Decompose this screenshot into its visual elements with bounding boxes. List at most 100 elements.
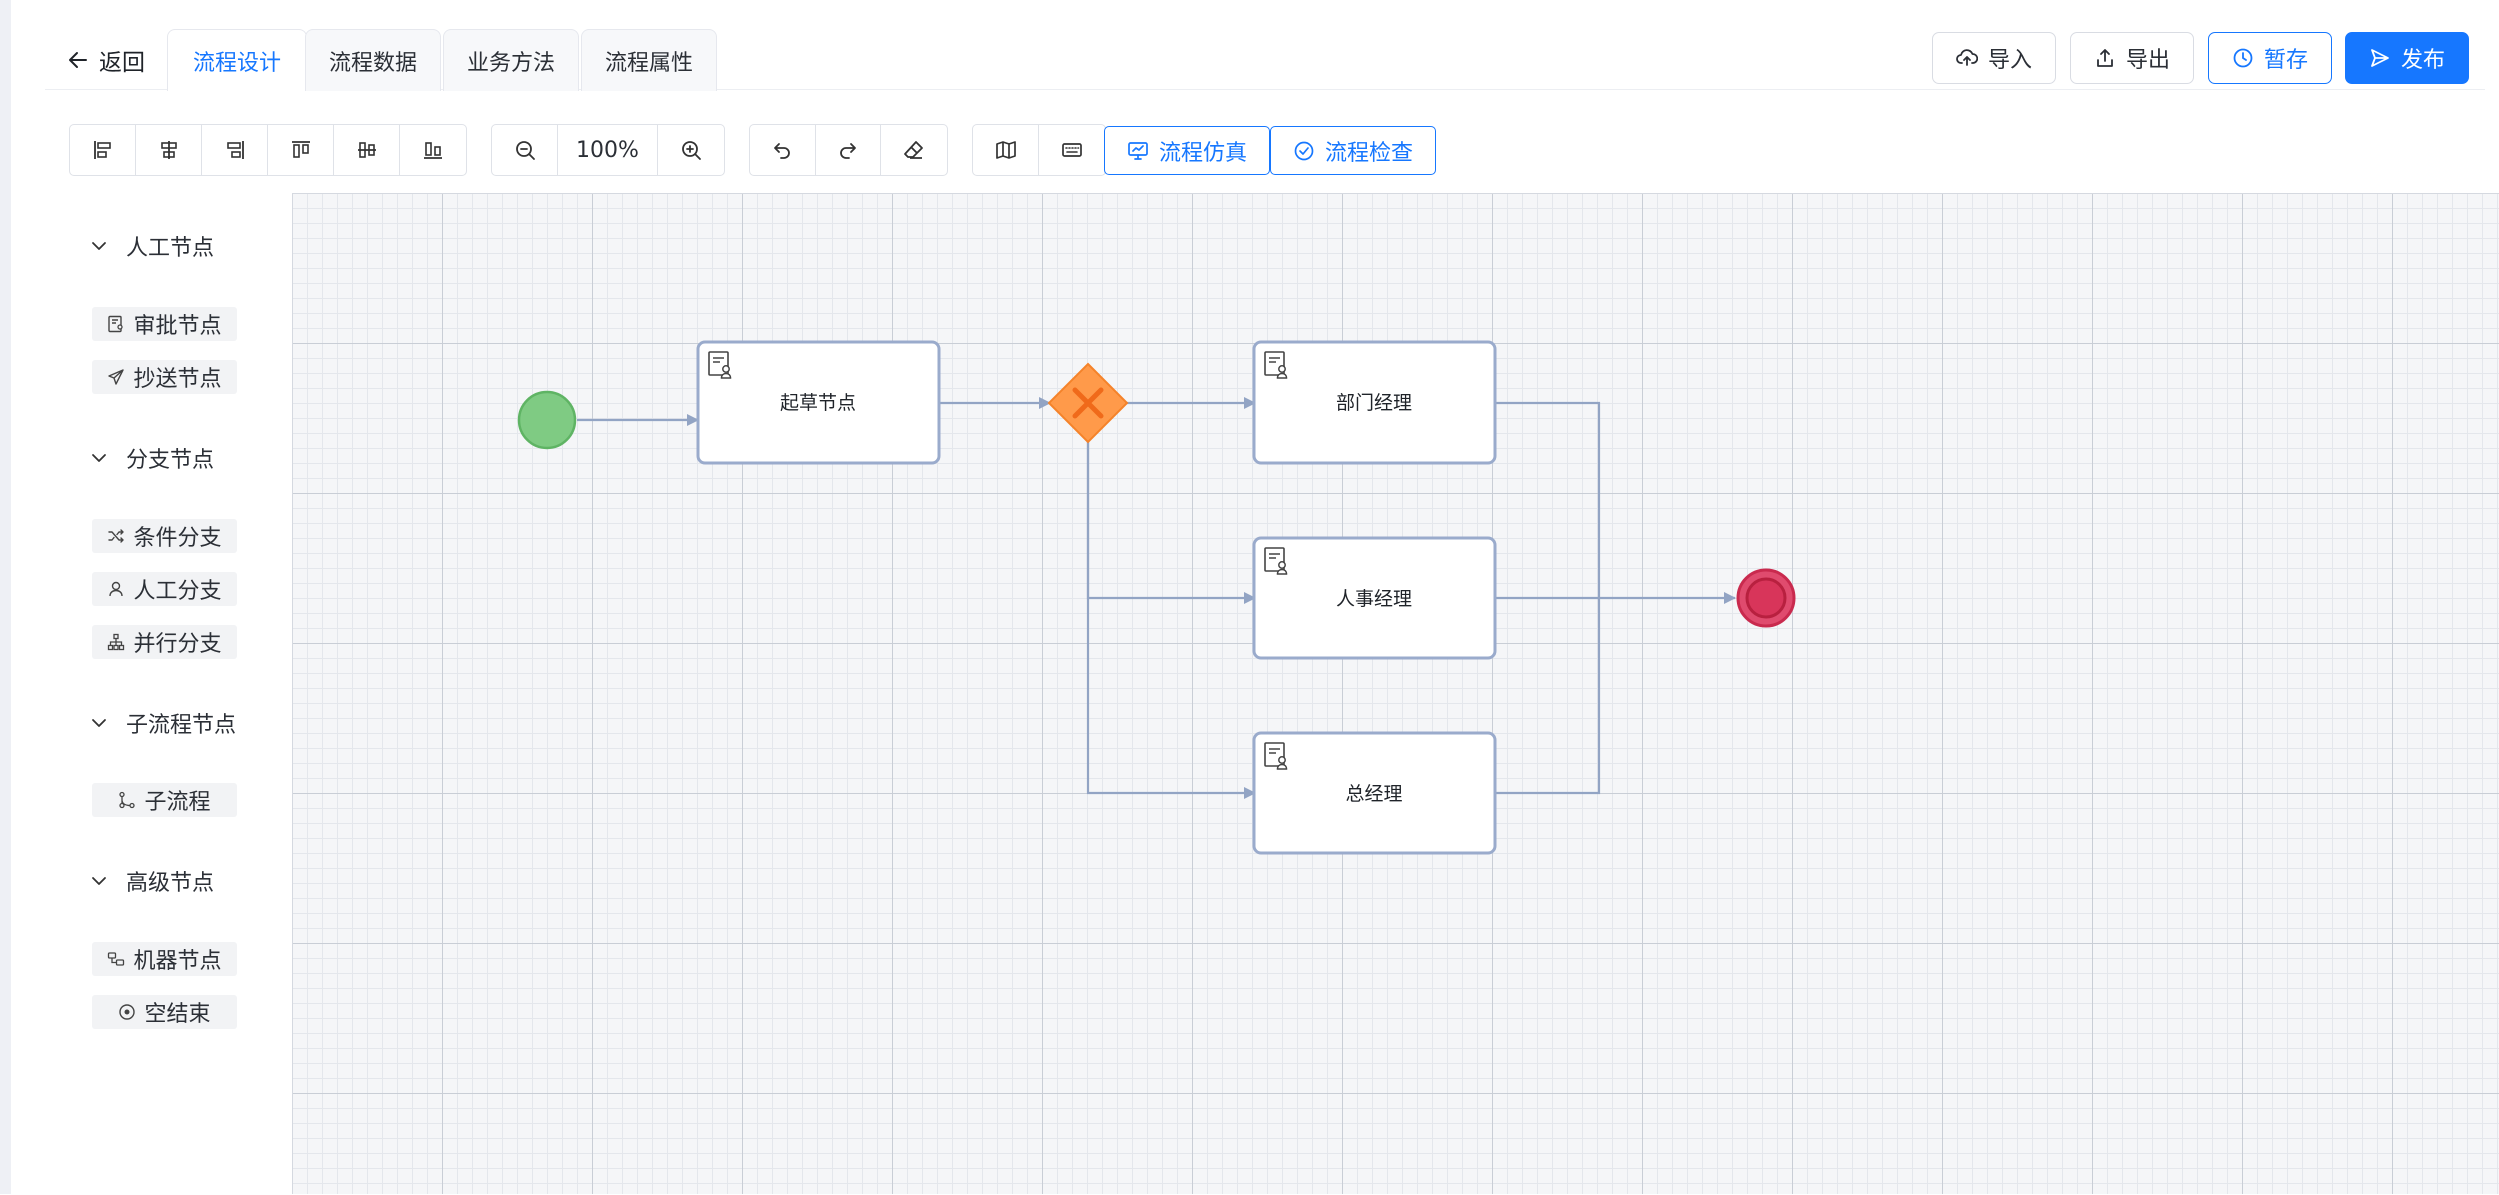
undo-button[interactable] xyxy=(750,125,816,175)
back-button[interactable]: 返回 xyxy=(67,28,145,92)
history-tools xyxy=(749,124,948,176)
palette-item-cc[interactable]: 抄送节点 xyxy=(92,360,237,394)
user-icon xyxy=(109,581,124,597)
align-middle-icon xyxy=(357,142,376,158)
palette-item-label: 审批节点 xyxy=(133,314,222,339)
task-label: 部门经理 xyxy=(1336,392,1412,414)
align-center-button[interactable] xyxy=(136,125,202,175)
redo-button[interactable] xyxy=(816,125,882,175)
process-diagram: 起草节点 部门经理 人事经理 总经理 xyxy=(517,340,1796,855)
simulate-label: 流程仿真 xyxy=(1158,140,1247,166)
task-hr-manager[interactable]: 人事经理 xyxy=(1252,536,1497,660)
check-circle-icon xyxy=(1294,141,1314,160)
align-left-button[interactable] xyxy=(70,125,136,175)
align-left-icon xyxy=(93,141,111,159)
header-bar: 返回 流程设计 流程数据 业务方法 流程属性 导入 导出 暂存 发布 xyxy=(45,0,2485,92)
chevron-down-icon xyxy=(92,454,106,462)
save-draft-label: 暂存 xyxy=(2263,48,2308,73)
task-dept-manager[interactable]: 部门经理 xyxy=(1252,340,1497,465)
align-tools xyxy=(69,124,467,176)
export-button[interactable]: 导出 xyxy=(2070,32,2194,84)
end-event[interactable] xyxy=(1736,568,1796,628)
align-right-button[interactable] xyxy=(202,125,268,175)
exclusive-gateway[interactable] xyxy=(1047,362,1129,444)
tab-label: 流程数据 xyxy=(328,50,417,76)
import-label: 导入 xyxy=(1987,48,2032,73)
check-button[interactable]: 流程检查 xyxy=(1270,126,1436,175)
tab-label: 流程设计 xyxy=(192,50,281,76)
chevron-down-icon xyxy=(92,242,106,250)
tab-process-design[interactable]: 流程设计 xyxy=(167,29,307,91)
undo-icon xyxy=(774,143,791,159)
chevron-down-icon xyxy=(92,719,106,727)
save-draft-button[interactable]: 暂存 xyxy=(2208,32,2332,84)
clock-icon xyxy=(2233,48,2253,68)
chevron-down-icon xyxy=(92,877,106,885)
task-general-manager[interactable]: 总经理 xyxy=(1252,731,1497,855)
check-label: 流程检查 xyxy=(1324,140,1413,166)
import-button[interactable]: 导入 xyxy=(1932,32,2056,84)
task-draft[interactable]: 起草节点 xyxy=(696,340,941,465)
zoom-in-icon xyxy=(682,141,701,160)
tab-business-methods[interactable]: 业务方法 xyxy=(443,29,579,91)
keyboard-shortcuts-button[interactable] xyxy=(1039,125,1105,175)
subprocess-icon xyxy=(119,791,136,809)
palette-item-label: 抄送节点 xyxy=(133,367,222,392)
palette-item-label: 机器节点 xyxy=(133,949,222,974)
align-top-button[interactable] xyxy=(268,125,334,175)
simulate-button[interactable]: 流程仿真 xyxy=(1104,126,1270,175)
palette-item-machine[interactable]: 机器节点 xyxy=(92,942,237,976)
view-tools xyxy=(972,124,1106,176)
task-label: 总经理 xyxy=(1345,783,1402,805)
section-subprocess-nodes[interactable]: 子流程节点 xyxy=(90,707,236,739)
shuffle-icon xyxy=(108,529,125,543)
section-title: 高级节点 xyxy=(126,871,215,896)
palette-item-manual-branch[interactable]: 人工分支 xyxy=(92,572,237,606)
edge-gm-to-end[interactable] xyxy=(1495,598,1601,795)
palette-item-label: 并行分支 xyxy=(133,632,222,657)
start-event[interactable] xyxy=(517,390,577,450)
tab-process-properties[interactable]: 流程属性 xyxy=(581,29,717,91)
section-branch-nodes[interactable]: 分支节点 xyxy=(90,442,214,474)
x-mark-icon xyxy=(1072,387,1104,419)
minimap-button[interactable] xyxy=(973,125,1039,175)
end-circle-icon xyxy=(119,1004,136,1020)
zoom-in-button[interactable] xyxy=(658,125,724,175)
tree-icon xyxy=(108,633,125,651)
align-bottom-button[interactable] xyxy=(400,125,466,175)
palette-item-parallel-branch[interactable]: 并行分支 xyxy=(92,625,237,659)
edge-gateway-to-gm[interactable] xyxy=(1086,441,1256,799)
publish-label: 发布 xyxy=(2400,48,2445,73)
publish-button[interactable]: 发布 xyxy=(2345,32,2469,84)
section-manual-nodes[interactable]: 人工节点 xyxy=(90,230,214,262)
zoom-tools: 100% xyxy=(491,124,725,176)
user-task-icon xyxy=(1264,547,1288,575)
send-icon xyxy=(2371,49,2389,67)
clear-button[interactable] xyxy=(881,125,947,175)
palette-item-label: 空结束 xyxy=(144,1002,211,1027)
align-top-icon xyxy=(291,141,310,158)
edge-gateway-to-hr[interactable] xyxy=(1086,441,1256,604)
edge-dept-to-end[interactable] xyxy=(1495,401,1601,598)
back-label: 返回 xyxy=(99,50,145,76)
palette-item-approval[interactable]: 审批节点 xyxy=(92,307,237,341)
diagram-canvas[interactable]: 起草节点 部门经理 人事经理 总经理 xyxy=(292,193,2499,1194)
export-label: 导出 xyxy=(2125,48,2170,73)
palette-item-label: 子流程 xyxy=(144,790,211,815)
map-icon xyxy=(995,141,1016,159)
section-title: 分支节点 xyxy=(126,448,215,473)
tab-process-data[interactable]: 流程数据 xyxy=(305,29,441,91)
section-title: 子流程节点 xyxy=(126,713,237,738)
section-advanced-nodes[interactable]: 高级节点 xyxy=(90,865,214,897)
zoom-value: 100% xyxy=(576,137,639,163)
tab-label: 流程属性 xyxy=(604,50,693,76)
user-task-icon xyxy=(708,351,732,379)
eraser-icon xyxy=(904,141,924,159)
align-middle-button[interactable] xyxy=(334,125,400,175)
zoom-out-button[interactable] xyxy=(492,125,558,175)
palette-item-label: 人工分支 xyxy=(133,579,222,604)
palette-item-empty-end[interactable]: 空结束 xyxy=(92,995,237,1029)
left-edge-strip xyxy=(0,0,11,1194)
palette-item-subprocess[interactable]: 子流程 xyxy=(92,783,237,817)
palette-item-condition-branch[interactable]: 条件分支 xyxy=(92,519,237,553)
